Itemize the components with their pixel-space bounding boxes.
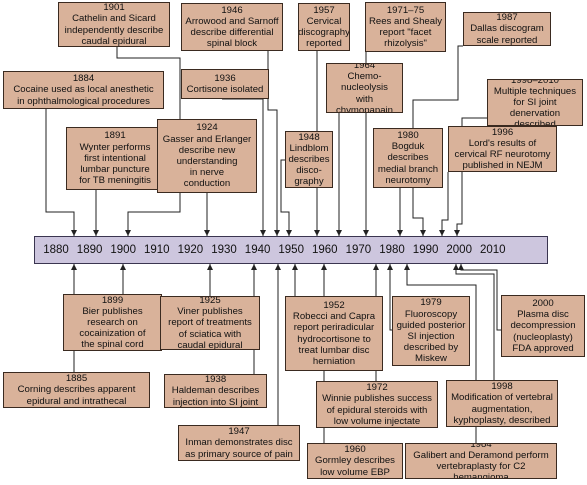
event-1979-box: 1979 Fluoroscopy guided posterior SI inj…: [392, 296, 470, 366]
event-1980-box: 1980 Bogduk describes medial branch neur…: [373, 128, 443, 188]
connector-1948-arrowhead: [286, 230, 292, 236]
event-1996-box: 1996 Lord's results of cervical RF neuro…: [448, 126, 557, 172]
event-1884-box: 1884 Cocaine used as local anesthetic in…: [3, 71, 164, 109]
event-1938-box: 1938 Haldeman describes injection into S…: [164, 374, 267, 408]
connector-1936: [222, 98, 264, 236]
connector-1971-75-arrowhead: [363, 230, 369, 236]
connector-1924-arrowhead: [204, 230, 210, 236]
connector-1998-2010-arrowhead: [454, 230, 460, 236]
decade-label-1970: 1970: [345, 244, 372, 256]
connector-1960-arrowhead: [321, 264, 327, 270]
decade-label-2000: 2000: [446, 244, 472, 256]
connector-1925-arrowhead: [207, 264, 213, 270]
connector-1952-arrowhead: [292, 264, 298, 270]
event-1971-75-box: 1971–75 Rees and Shealy report "facet rh…: [365, 2, 446, 52]
decade-label-1990: 1990: [412, 244, 439, 256]
connector-1979-arrowhead: [387, 264, 393, 270]
event-1952-box: 1952 Robecci and Capra report periradicu…: [285, 296, 383, 371]
connector-1998-2010: [456, 117, 487, 236]
connector-2000-arrowhead: [458, 264, 464, 270]
connector-1938-arrowhead: [251, 264, 257, 270]
decade-label-1910: 1910: [144, 244, 170, 256]
connector-1972-arrowhead: [373, 264, 379, 270]
event-1925-box: 1925 Viner publishes report of treatment…: [160, 296, 260, 350]
decade-label-1920: 1920: [177, 244, 204, 256]
connector-1936-arrowhead: [260, 230, 266, 236]
connector-1901-arrowhead: [125, 230, 131, 236]
connector-1899-arrowhead: [120, 264, 126, 270]
event-1998-box: 1998 Modification of vertebral augmentat…: [446, 380, 558, 427]
connector-1884-arrowhead: [71, 230, 77, 236]
connector-1946: [267, 51, 278, 236]
event-1972-box: 1972 Winnie publishes success of epidura…: [316, 381, 438, 428]
event-1946-box: 1946 Arrowood and Sarnoff describe diffe…: [181, 3, 283, 51]
event-1891-box: 1891 Wynter performs first intentional l…: [66, 127, 164, 190]
connector-1987: [412, 45, 463, 236]
connector-1947-arrowhead: [275, 264, 281, 270]
connector-1957-arrowhead: [314, 230, 320, 236]
event-2000-box: 2000 Plasma disc decompression (nucleopl…: [501, 295, 585, 357]
event-1936-box: 1936 Cortisone isolated: [181, 69, 269, 99]
decade-band: [34, 236, 548, 264]
connector-1964-arrowhead: [336, 230, 342, 236]
event-1984-box: 1984 Galibert and Deramond perform verte…: [405, 443, 557, 479]
connector-1987-arrowhead: [420, 230, 426, 236]
connector-1884: [45, 109, 75, 236]
connector-1946-arrowhead: [274, 230, 280, 236]
connector-1996: [441, 172, 449, 236]
decade-label-1930: 1930: [211, 244, 237, 256]
event-1924-box: 1924 Gasser and Erlanger describe new un…: [157, 119, 257, 193]
decade-label-1890: 1890: [76, 244, 103, 256]
event-1901-box: 1901 Cathelin and Sicard independently d…: [58, 2, 170, 47]
connector-1984-arrowhead: [404, 264, 410, 270]
connector-1980-arrowhead: [397, 230, 403, 236]
event-1998-2010-box: 1998–2010 Multiple techniques for SI joi…: [487, 79, 583, 126]
connector-1979: [389, 264, 392, 331]
decade-label-1980: 1980: [379, 244, 405, 256]
decade-label-1960: 1960: [312, 244, 338, 256]
connector-1885-arrowhead: [71, 264, 77, 270]
event-1987-box: 1987 Dallas discogram scale reported: [463, 12, 551, 46]
decade-label-1880: 1880: [43, 244, 69, 256]
connector-1984: [406, 264, 477, 443]
connector-1891-arrowhead: [93, 230, 99, 236]
event-1885-box: 1885 Corning describes apparent epidural…: [3, 372, 150, 408]
connector-1948: [280, 159, 290, 236]
connector-1998-arrowhead: [453, 264, 459, 270]
decade-label-2010: 2010: [480, 244, 506, 256]
event-1899-box: 1899 Bier publishes research on cocainiz…: [63, 294, 162, 351]
decade-label-1900: 1900: [110, 244, 136, 256]
event-1960-box: 1960 Gormley describes low volume EBP: [307, 443, 403, 479]
event-1947-box: 1947 Inman demonstrates disc as primary …: [178, 425, 300, 461]
connector-1996-arrowhead: [439, 230, 445, 236]
decade-label-1950: 1950: [278, 244, 304, 256]
event-1948-box: 1948 Lindblom describes disco- graphy: [285, 131, 333, 188]
decade-label-1940: 1940: [244, 244, 271, 256]
event-1964-box: 1964 Chemo- nucleolysis with chymopapain: [326, 63, 403, 113]
event-1957-box: 1957 Cervical discography reported: [298, 3, 350, 51]
